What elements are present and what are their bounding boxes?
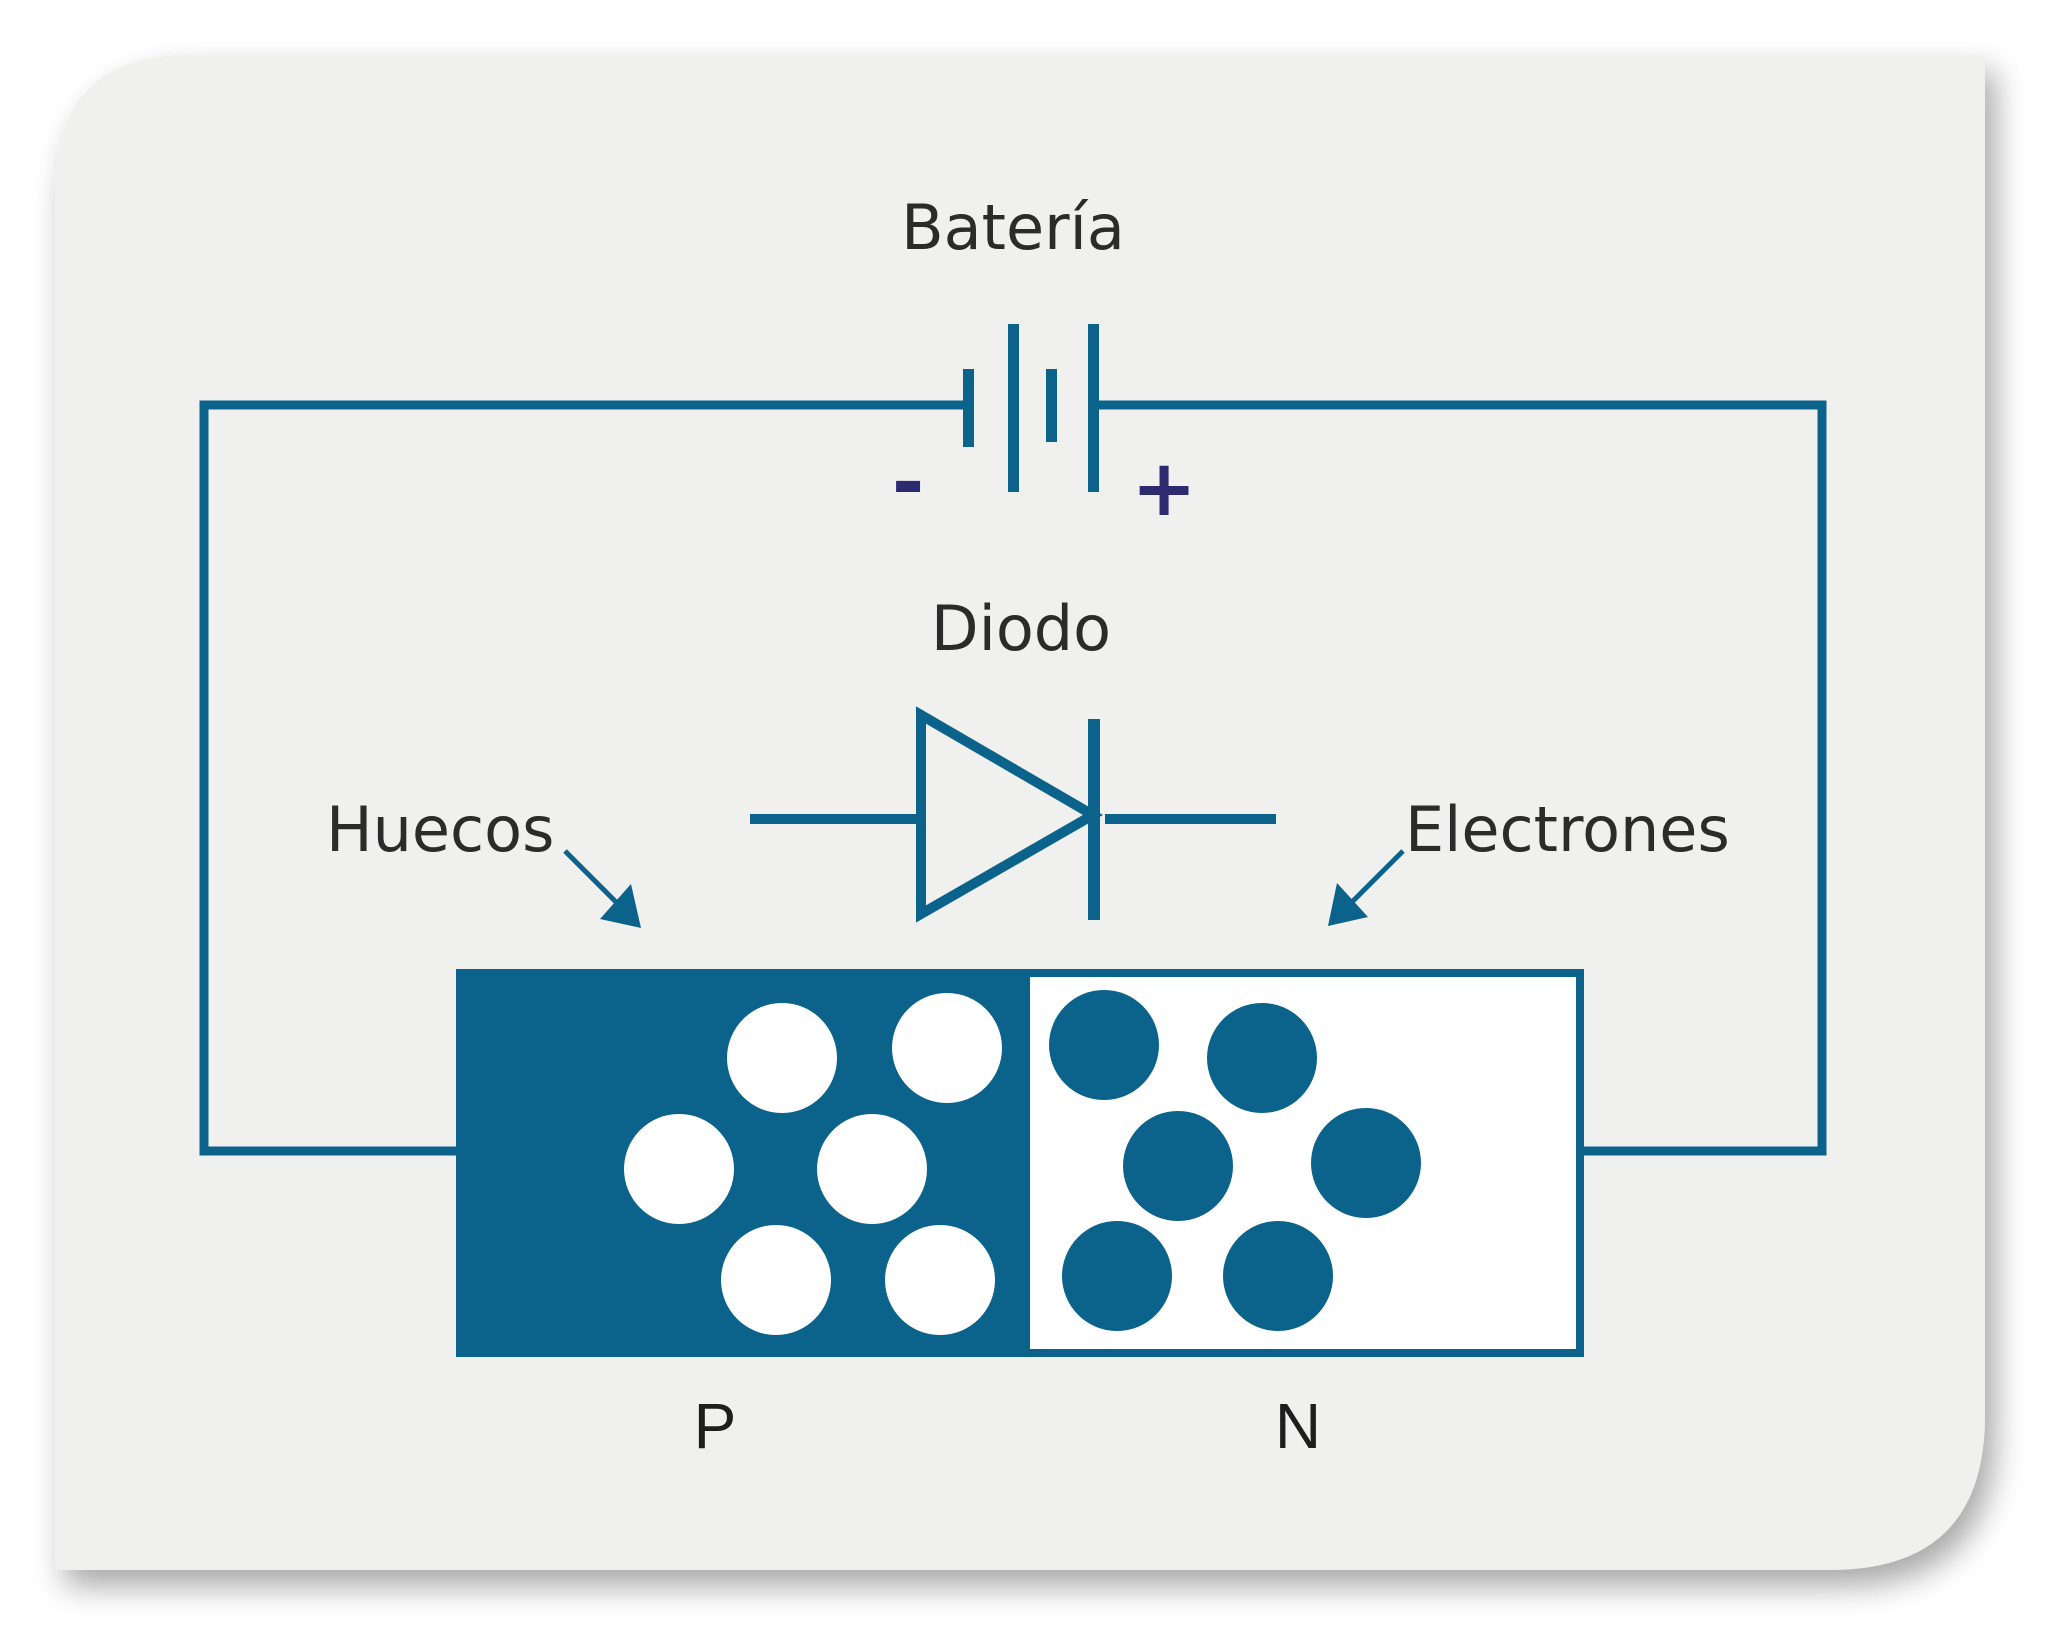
circuit-wire (199, 400, 1827, 1156)
battery-plate-short-2 (1046, 369, 1057, 442)
diode-symbol-icon (750, 706, 1276, 923)
electrons-label: Electrones (1405, 793, 1730, 866)
electron (1311, 1108, 1421, 1218)
plus-sign: + (1131, 444, 1196, 534)
arrow-down-left-icon (1328, 849, 1405, 926)
battery-plate-long-2 (1088, 324, 1099, 492)
p-region-label: P (694, 1390, 737, 1462)
diode-label: Diodo (931, 592, 1111, 665)
hole (624, 1114, 734, 1224)
hole (885, 1225, 995, 1335)
left-wire (199, 400, 968, 1156)
n-region-label: N (1275, 1390, 1321, 1462)
holes-label: Huecos (326, 793, 554, 866)
electron (1207, 1003, 1317, 1113)
holes-group (624, 993, 1002, 1335)
electrons-group (1049, 990, 1421, 1331)
diode-triangle (916, 706, 1103, 923)
hole (721, 1225, 831, 1335)
battery-plate-short-1 (963, 369, 974, 447)
battery-plate-long-1 (1008, 324, 1019, 492)
hole (817, 1114, 927, 1224)
hole (892, 993, 1002, 1103)
electron (1062, 1221, 1172, 1331)
electron (1123, 1111, 1233, 1221)
minus-sign: - (892, 438, 924, 528)
arrow-down-right-icon (563, 849, 641, 928)
hole (727, 1003, 837, 1113)
right-wire (1093, 400, 1827, 1156)
electron (1049, 990, 1159, 1100)
diode-cathode-bar (1088, 719, 1100, 920)
battery-label: Batería (901, 191, 1125, 264)
electron (1223, 1221, 1333, 1331)
battery-symbol-icon (963, 324, 1099, 492)
